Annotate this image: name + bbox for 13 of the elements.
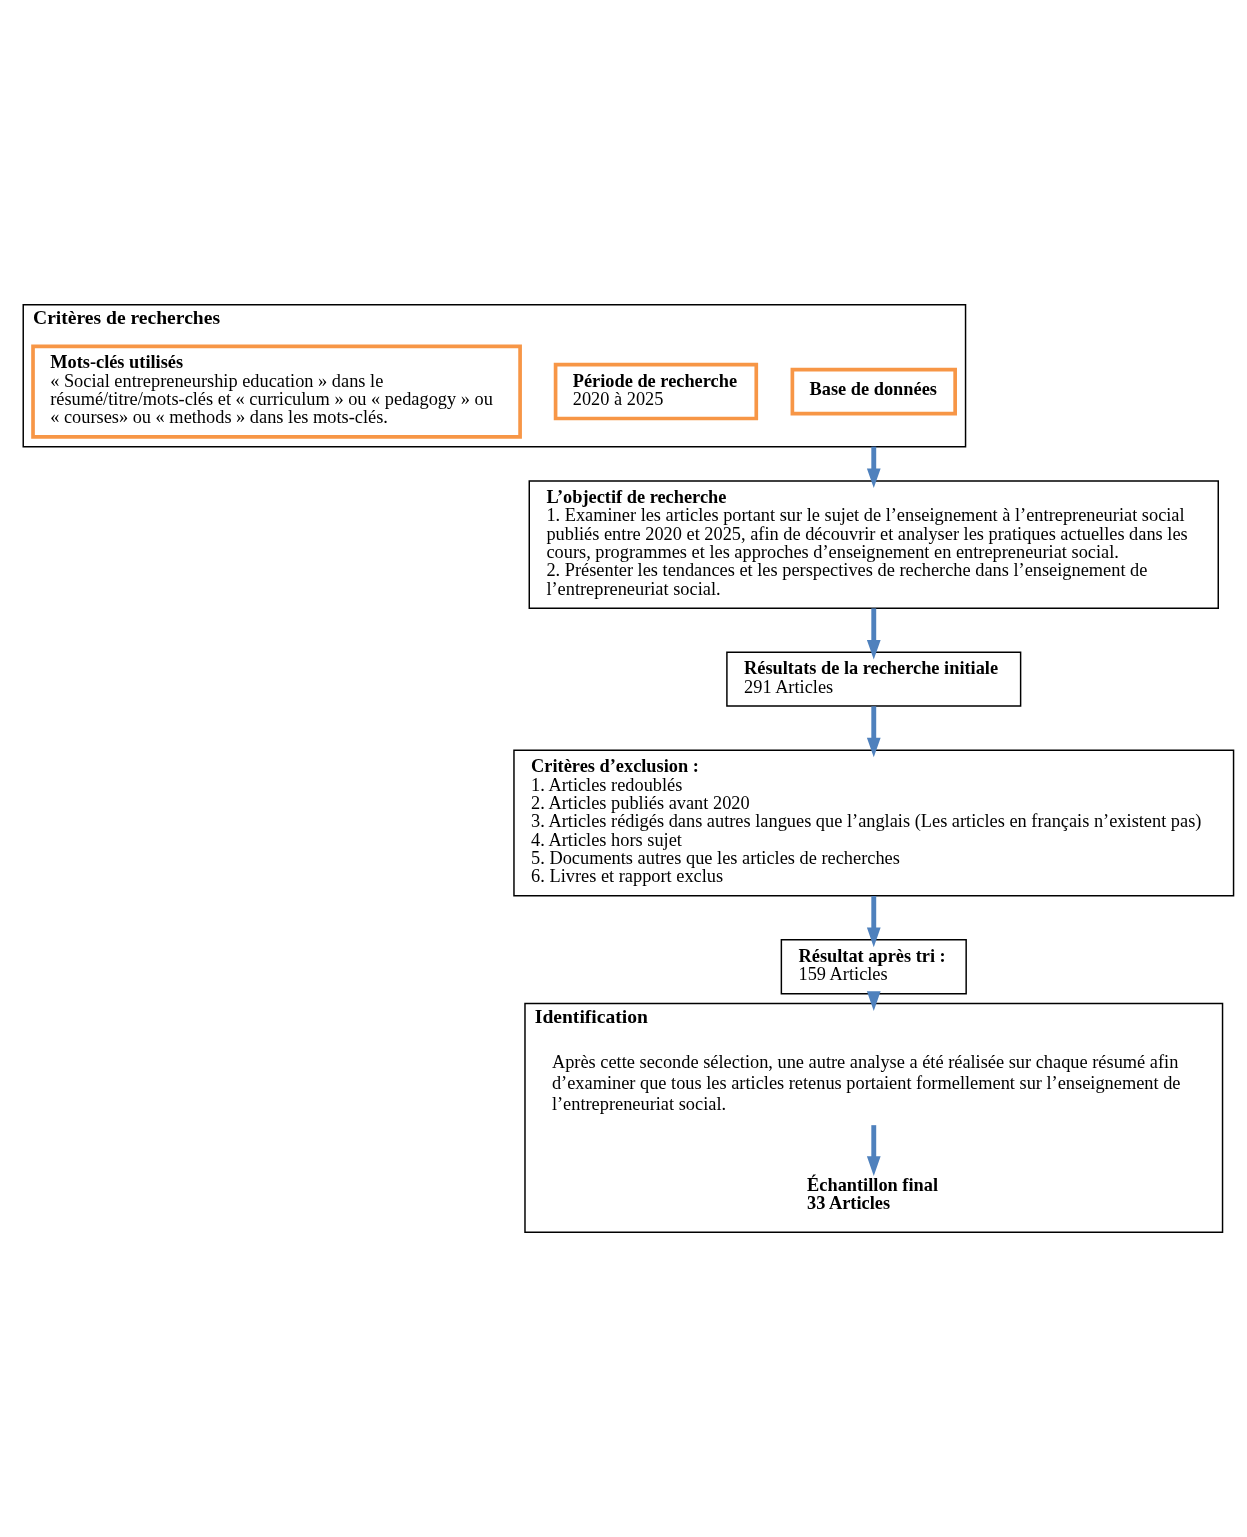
node-box: Critères d’exclusion : 1. Articles redoublés 2. Articles publiés avant 2020 3. Articles rédigés dans autres langues que l’anglais (Les articles en français n’existent pas) 4. Articles hors sujet 5. Documents autres que les articles de recherches 6. Livres et rapport exclus bbox=[513, 749, 1235, 897]
arrow bbox=[866, 608, 881, 660]
arrow bbox=[866, 706, 881, 758]
node-box: Résultats de la recherche initiale 291 Articles bbox=[726, 651, 1022, 707]
arrow bbox=[866, 446, 881, 489]
node-box: Période de recherche 2020 à 2025 bbox=[553, 362, 759, 421]
node-box: Base de données bbox=[790, 367, 957, 416]
arrow bbox=[866, 896, 881, 948]
arrow bbox=[866, 1125, 881, 1176]
node-box: L’objectif de recherche 1. Examiner les articles portant sur le sujet de l’enseignement à l’entrepreneuriat social publiés entre 2020 et 2025, afin de découvrir et analyser les pratiques actuelles dans les cours, programmes et les approches d’enseignement en entrepreneuriat social. 2. Présenter les tendances et les perspectives de recherche dans l’enseignement de l’entrepreneuriat social. bbox=[528, 480, 1219, 609]
node-text: Échantillon final 33 Articles bbox=[807, 1174, 939, 1214]
node-box: Mots-clés utilisés « Social entrepreneurship education » dans le résumé/titre/mots-clés et « curriculum » ou « pedagogy » ou « courses» ou « methods » dans les mots-clés. bbox=[31, 344, 522, 439]
node-text: Après cette seconde sélection, une autre analyse a été réalisée sur chaque résumé afin d’examiner que tous les articles retenus portaient formellement sur l’enseignement de l’entrepreneuriat social. bbox=[551, 1052, 1181, 1114]
